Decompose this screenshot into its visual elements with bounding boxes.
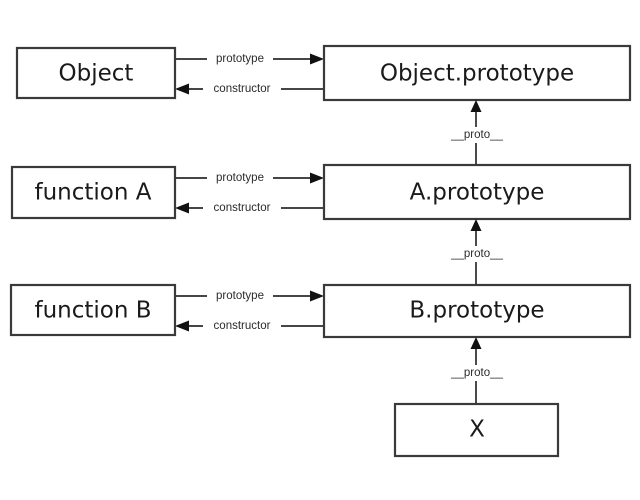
arrowhead-left-icon <box>175 320 189 332</box>
arrowhead-right-icon <box>310 53 324 65</box>
edge-label-prototype: prototype <box>216 53 264 65</box>
edge-label-proto: __proto__ <box>450 367 503 379</box>
node-label-function-b: function B <box>34 298 151 324</box>
edge-a-prototype: prototype <box>175 169 324 187</box>
node-label-x: X <box>469 417 485 443</box>
arrowhead-up-icon <box>470 337 482 349</box>
node-object[interactable]: Object <box>15 46 177 100</box>
node-label-object: Object <box>59 61 134 87</box>
node-box[interactable] <box>15 46 177 100</box>
node-box[interactable] <box>322 163 632 221</box>
node-label-b-prototype: B.prototype <box>409 298 544 324</box>
node-a-prototype[interactable]: A.prototype <box>322 163 632 221</box>
label-backdrop <box>203 317 281 335</box>
node-x[interactable]: X <box>393 402 560 458</box>
arrowhead-right-icon <box>310 290 324 302</box>
edge-label-constructor: constructor <box>214 320 271 332</box>
label-backdrop <box>440 365 514 381</box>
node-label-a-prototype: A.prototype <box>410 180 545 206</box>
edge-b-constructor: constructor <box>175 317 324 335</box>
node-b-prototype[interactable]: B.prototype <box>322 283 632 339</box>
edge-b-prototype: prototype <box>175 287 324 305</box>
node-function-b[interactable]: function B <box>9 283 177 337</box>
arrowhead-up-icon <box>470 219 482 231</box>
edge-a-proto: __proto__ <box>440 100 514 165</box>
node-object-prototype[interactable]: Object.prototype <box>322 44 632 102</box>
edge-label-proto: __proto__ <box>450 129 503 141</box>
edge-a-constructor: constructor <box>175 199 324 217</box>
node-function-a[interactable]: function A <box>10 165 177 220</box>
label-backdrop <box>207 287 273 305</box>
label-backdrop <box>440 127 514 143</box>
arrowhead-right-icon <box>310 172 324 184</box>
edge-x-proto: __proto__ <box>440 337 514 404</box>
edge-object-prototype: prototype <box>175 50 324 68</box>
edge-object-constructor: constructor <box>175 80 324 98</box>
node-box[interactable] <box>10 165 177 220</box>
arrowhead-up-icon <box>470 100 482 112</box>
label-backdrop <box>207 50 273 68</box>
label-backdrop <box>203 80 281 98</box>
node-label-object-prototype: Object.prototype <box>380 61 574 87</box>
node-box[interactable] <box>9 283 177 337</box>
node-label-function-a: function A <box>35 180 152 206</box>
label-backdrop <box>203 199 281 217</box>
node-box[interactable] <box>322 283 632 339</box>
arrowhead-left-icon <box>175 202 189 214</box>
edge-label-prototype: prototype <box>216 290 264 302</box>
label-backdrop <box>207 169 273 187</box>
edge-b-proto: __proto__ <box>440 219 514 285</box>
arrowhead-left-icon <box>175 83 189 95</box>
edge-label-constructor: constructor <box>214 202 271 214</box>
edge-label-prototype: prototype <box>216 172 264 184</box>
edge-label-constructor: constructor <box>214 83 271 95</box>
label-backdrop <box>440 246 514 262</box>
edge-label-proto: __proto__ <box>450 248 503 260</box>
node-box[interactable] <box>393 402 560 458</box>
node-box[interactable] <box>322 44 632 102</box>
